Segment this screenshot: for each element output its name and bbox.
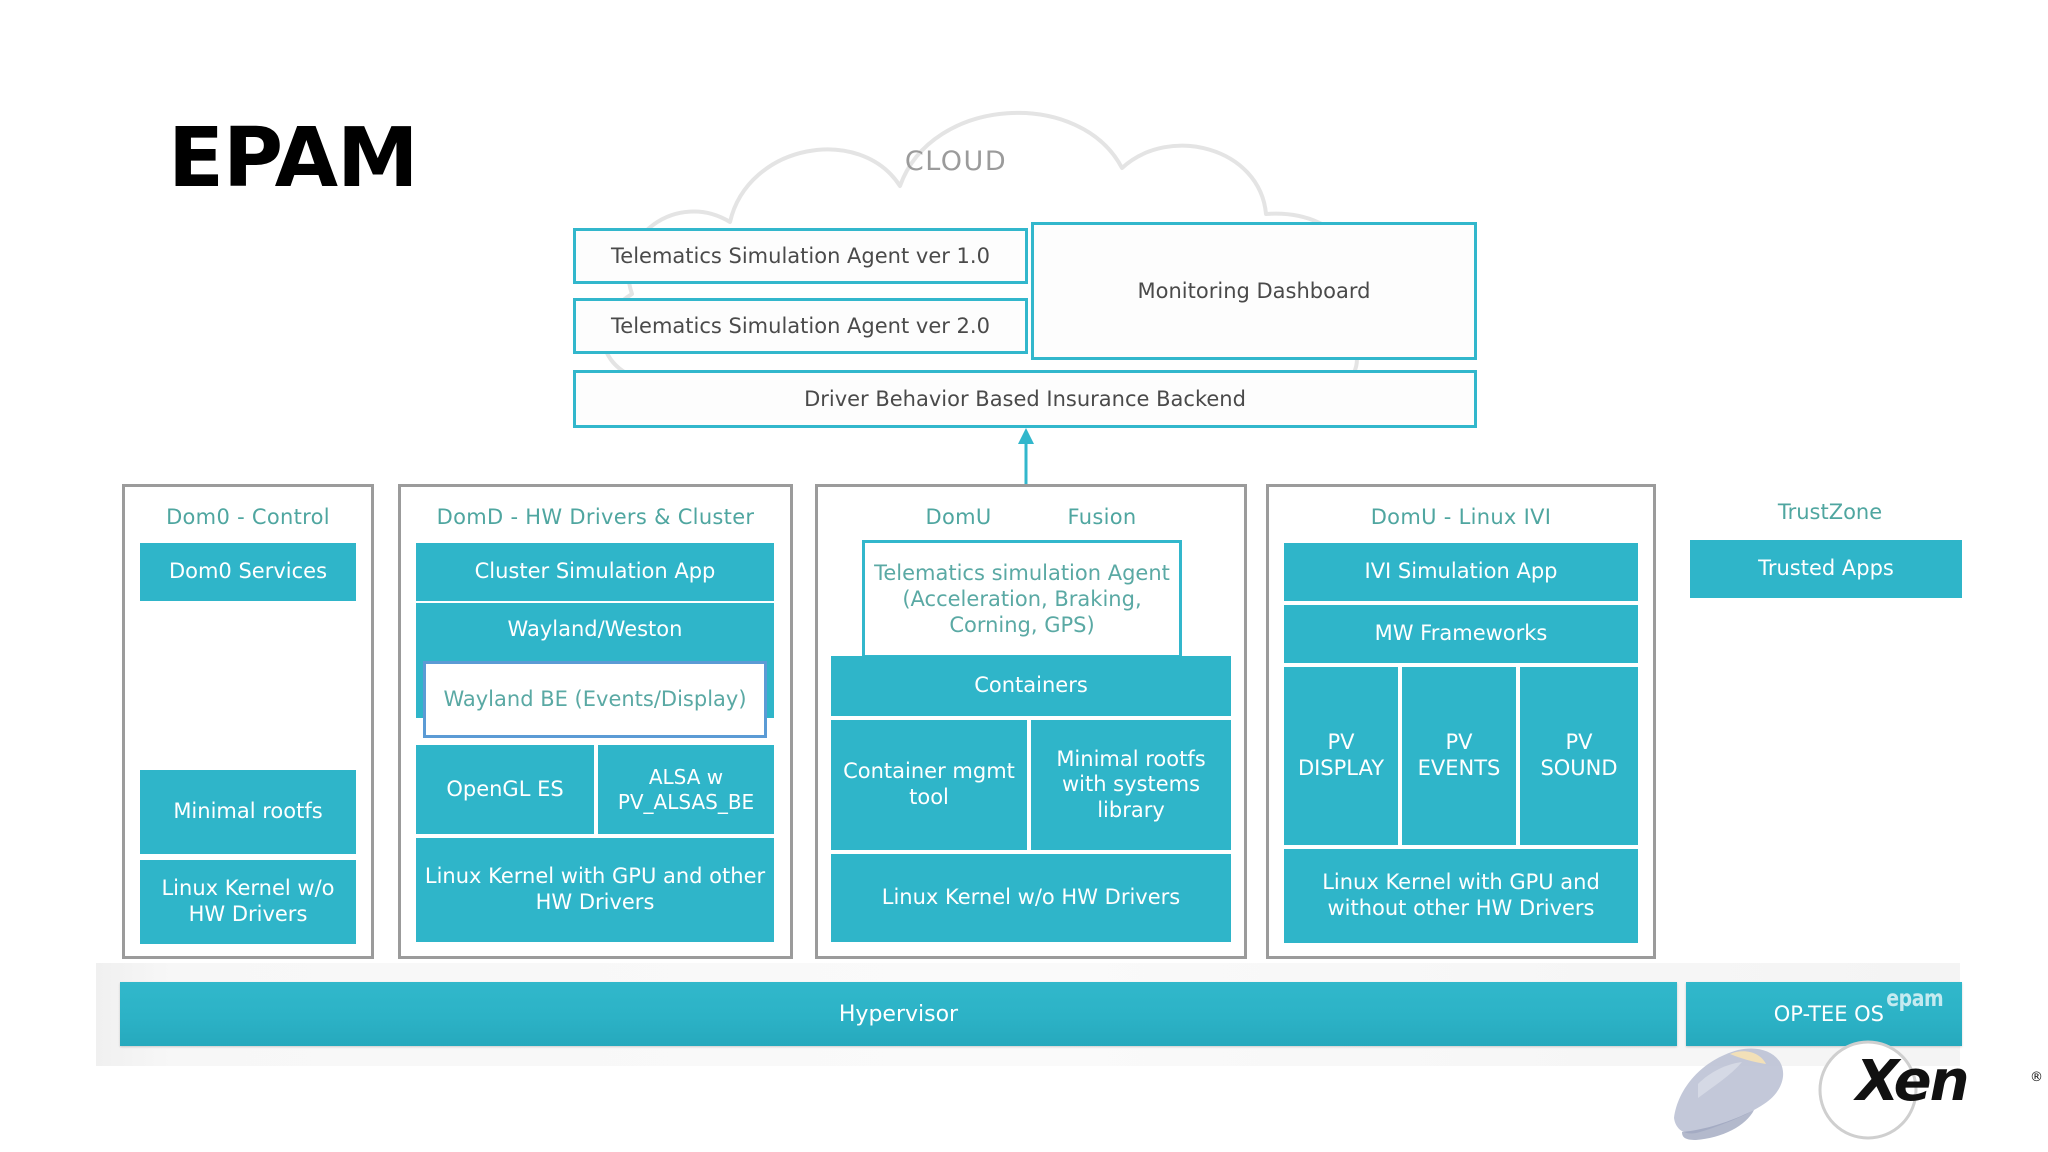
- domain-title-dom0: Dom0 - Control: [166, 505, 330, 529]
- block-pv-display[interactable]: PV DISPLAY: [1284, 667, 1398, 845]
- xen-wordmark: Xen: [1856, 1049, 1969, 1114]
- telematics-simulation-agent-v2-box[interactable]: Telematics Simulation Agent ver 2.0: [573, 298, 1028, 354]
- op-tee-os-label: OP-TEE OS: [1773, 1002, 1884, 1026]
- domain-title-domu-label: DomU: [925, 505, 992, 529]
- cloud-label: CLOUD: [904, 146, 1008, 177]
- domain-title-domu-ivi: DomU - Linux IVI: [1370, 505, 1552, 529]
- block-dom0-linux-kernel[interactable]: Linux Kernel w/o HW Drivers: [140, 860, 356, 944]
- block-fusion-minimal-rootfs[interactable]: Minimal rootfs with systems library: [1031, 720, 1231, 850]
- block-op-tee-os[interactable]: OP-TEE OS epam: [1686, 982, 1962, 1046]
- domain-title-domd: DomD - HW Drivers & Cluster: [436, 505, 755, 529]
- block-domd-linux-kernel[interactable]: Linux Kernel with GPU and other HW Drive…: [416, 838, 774, 942]
- block-dom0-services[interactable]: Dom0 Services: [140, 543, 356, 601]
- block-fusion-linux-kernel[interactable]: Linux Kernel w/o HW Drivers: [831, 854, 1231, 942]
- xen-logo: Xen ®: [1660, 1040, 2048, 1152]
- xen-registered-mark: ®: [2030, 1070, 2043, 1085]
- block-ivi-simulation-app[interactable]: IVI Simulation App: [1284, 543, 1638, 601]
- monitoring-dashboard-box[interactable]: Monitoring Dashboard: [1031, 222, 1477, 360]
- block-cluster-simulation-app[interactable]: Cluster Simulation App: [416, 543, 774, 601]
- block-dom0-minimal-rootfs[interactable]: Minimal rootfs: [140, 770, 356, 854]
- block-ivi-linux-kernel[interactable]: Linux Kernel with GPU and without other …: [1284, 849, 1638, 943]
- xen-logo-graphic: [1674, 1040, 1918, 1140]
- block-mw-frameworks[interactable]: MW Frameworks: [1284, 605, 1638, 663]
- block-containers[interactable]: Containers: [831, 656, 1231, 716]
- block-trusted-apps[interactable]: Trusted Apps: [1690, 540, 1962, 598]
- block-pv-events[interactable]: PV EVENTS: [1402, 667, 1516, 845]
- domain-title-domu-fusion: DomU Fusion: [818, 505, 1244, 529]
- block-container-mgmt-tool[interactable]: Container mgmt tool: [831, 720, 1027, 850]
- block-opengl-es[interactable]: OpenGL ES: [416, 745, 594, 834]
- epam-logo: EPAM: [168, 111, 419, 206]
- block-pv-sound[interactable]: PV SOUND: [1520, 667, 1638, 845]
- block-hypervisor[interactable]: Hypervisor: [120, 982, 1677, 1046]
- insurance-backend-box[interactable]: Driver Behavior Based Insurance Backend: [573, 370, 1477, 428]
- domain-title-fusion-label: Fusion: [1067, 505, 1137, 529]
- epam-watermark: epam: [1886, 986, 1944, 1012]
- telematics-simulation-agent-v1-box[interactable]: Telematics Simulation Agent ver 1.0: [573, 228, 1028, 284]
- block-wayland-be[interactable]: Wayland BE (Events/Display): [423, 661, 767, 738]
- domain-title-trustzone: TrustZone: [1777, 500, 1883, 524]
- block-fusion-telematics-agent[interactable]: Telematics simulation Agent (Acceleratio…: [862, 540, 1182, 658]
- block-alsa-pv-alsas-be[interactable]: ALSA w PV_ALSAS_BE: [598, 745, 774, 834]
